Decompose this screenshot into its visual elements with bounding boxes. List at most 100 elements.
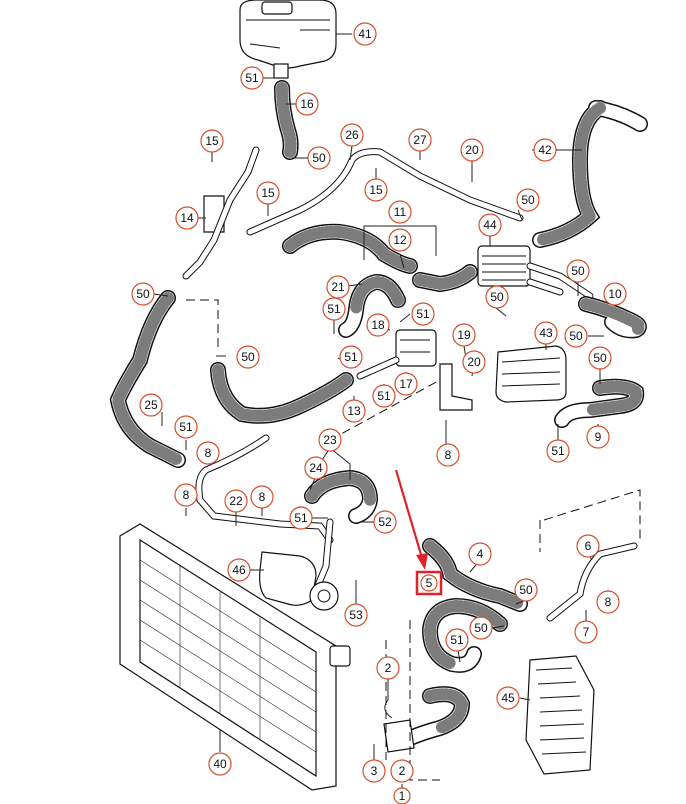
callout-label: 2 <box>385 661 392 675</box>
callout-label: 50 <box>474 621 488 635</box>
callout-7: 7 <box>574 620 598 644</box>
callout-50: 50 <box>564 324 588 348</box>
callout-51: 51 <box>289 506 313 530</box>
callout-label: 20 <box>467 355 481 369</box>
callout-25: 25 <box>139 393 163 417</box>
callout-label: 18 <box>371 318 385 332</box>
callout-label: 51 <box>450 633 464 647</box>
bracket-14 <box>182 146 260 280</box>
callout-51: 51 <box>240 66 264 90</box>
callout-label: 51 <box>294 511 308 525</box>
callout-label: 8 <box>183 488 190 502</box>
cooler-43 <box>495 345 567 403</box>
hose-9 <box>554 378 645 428</box>
callout-3: 3 <box>362 759 386 783</box>
callout-15: 15 <box>256 181 280 205</box>
callout-50: 50 <box>469 616 493 640</box>
callout-21: 21 <box>326 275 350 299</box>
hose-51-loop <box>421 597 508 673</box>
callout-20: 20 <box>462 350 486 374</box>
callout-label: 16 <box>300 97 314 111</box>
callout-17: 17 <box>394 372 418 396</box>
hose-25 <box>109 290 186 468</box>
callout-label: 2 <box>399 764 406 778</box>
bracket-19 <box>439 363 473 411</box>
callout-24: 24 <box>304 456 328 480</box>
callout-label: 9 <box>595 430 602 444</box>
callout-40: 40 <box>208 752 232 776</box>
callout-label: 41 <box>358 27 372 41</box>
pipe-22 <box>195 434 334 544</box>
callout-label: 15 <box>261 186 275 200</box>
hose-42 <box>532 100 648 248</box>
heat-exchanger-44 <box>477 245 594 300</box>
callout-label: 15 <box>205 134 219 148</box>
callout-8: 8 <box>196 441 220 465</box>
callout-label: 12 <box>393 233 407 247</box>
callout-52: 52 <box>373 510 397 534</box>
callout-46: 46 <box>227 558 251 582</box>
callout-label: 43 <box>539 326 553 340</box>
callout-51: 51 <box>174 415 198 439</box>
callout-label: 51 <box>416 307 430 321</box>
callout-label: 46 <box>232 563 246 577</box>
hose-10 <box>578 296 647 339</box>
callout-label: 50 <box>312 151 326 165</box>
callout-8: 8 <box>596 590 620 614</box>
callout-label: 50 <box>569 329 583 343</box>
callout-label: 50 <box>521 193 535 207</box>
callout-2: 2 <box>376 656 400 680</box>
callout-18: 18 <box>366 313 390 337</box>
callout-label: 50 <box>593 351 607 365</box>
callout-5-highlighted: 5 <box>415 570 443 596</box>
callout-label: 27 <box>413 133 427 147</box>
callout-13: 13 <box>342 399 366 423</box>
hose-11 <box>282 223 418 274</box>
callout-50: 50 <box>131 282 155 306</box>
callout-51: 51 <box>339 345 363 369</box>
water-pump-46 <box>259 551 339 611</box>
callout-44: 44 <box>478 213 502 237</box>
callout-23: 23 <box>318 428 342 452</box>
callout-41: 41 <box>353 22 377 46</box>
callout-label: 23 <box>323 433 337 447</box>
callout-label: 11 <box>394 205 407 219</box>
callout-label: 50 <box>490 290 504 304</box>
callout-50: 50 <box>485 285 509 309</box>
hose-23 <box>304 469 379 594</box>
highlight-arrow <box>394 469 428 570</box>
callout-label: 50 <box>519 583 533 597</box>
callout-label: 52 <box>378 515 392 529</box>
callout-label: 21 <box>331 280 345 294</box>
callout-label: 7 <box>583 625 590 639</box>
hose-4 <box>422 538 528 612</box>
hose-16 <box>274 80 299 160</box>
callout-20: 20 <box>460 138 484 162</box>
callout-label: 26 <box>345 128 359 142</box>
callout-label: 5 <box>426 576 433 590</box>
callout-label: 53 <box>349 608 363 622</box>
callout-53: 53 <box>344 603 368 627</box>
hose-2 <box>383 686 471 753</box>
callout-1: 1 <box>393 787 411 804</box>
callout-10: 10 <box>603 282 627 306</box>
callout-8: 8 <box>436 443 460 467</box>
callout-14: 14 <box>175 206 199 230</box>
callout-19: 19 <box>452 323 476 347</box>
callout-label: 10 <box>608 287 622 301</box>
pipe-26 <box>246 148 524 236</box>
callout-50: 50 <box>307 146 331 170</box>
callout-label: 3 <box>371 764 378 778</box>
callout-50: 50 <box>566 259 590 283</box>
callout-label: 8 <box>259 490 266 504</box>
callout-label: 51 <box>344 350 358 364</box>
callout-label: 20 <box>465 143 479 157</box>
callout-label: 8 <box>205 446 212 460</box>
callout-15: 15 <box>364 178 388 202</box>
hose-13 <box>210 362 354 424</box>
callout-label: 14 <box>180 211 194 225</box>
hose-11-right <box>412 264 478 293</box>
callout-8: 8 <box>174 483 198 507</box>
callout-label: 40 <box>213 757 227 771</box>
